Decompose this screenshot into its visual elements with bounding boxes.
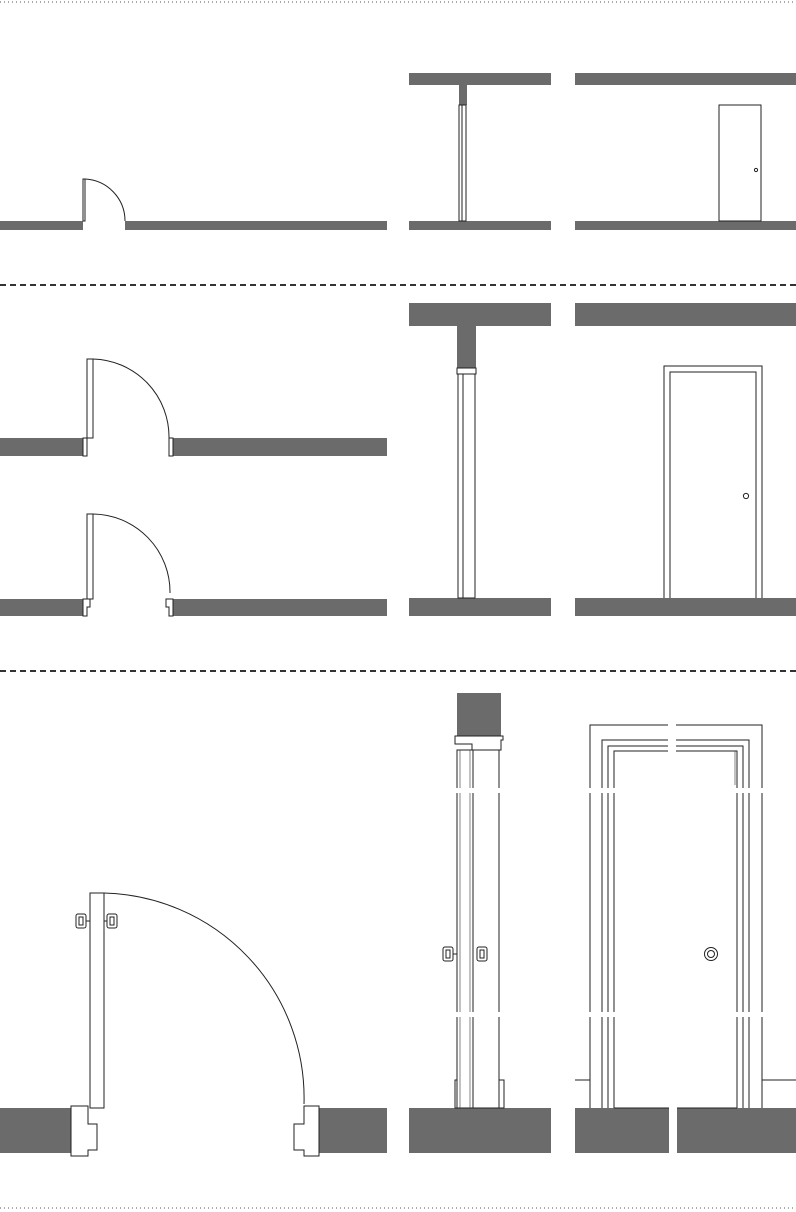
elevation-view-low	[575, 73, 796, 230]
row-low-detail	[0, 73, 796, 230]
section-view-low	[409, 73, 551, 230]
section-view-medium	[409, 303, 551, 616]
row-medium-detail	[0, 303, 796, 616]
row-high-detail	[0, 693, 796, 1156]
plan-view-high	[0, 893, 387, 1156]
plan-view-medium-b	[0, 514, 387, 616]
elevation-view-high	[575, 720, 796, 1156]
door-knob-icon	[743, 493, 748, 498]
plan-view-low	[0, 179, 387, 230]
elevation-view-medium	[575, 303, 796, 616]
section-view-high	[409, 693, 551, 1153]
door-knob-icon	[705, 948, 718, 961]
plan-view-medium-a	[0, 359, 387, 456]
